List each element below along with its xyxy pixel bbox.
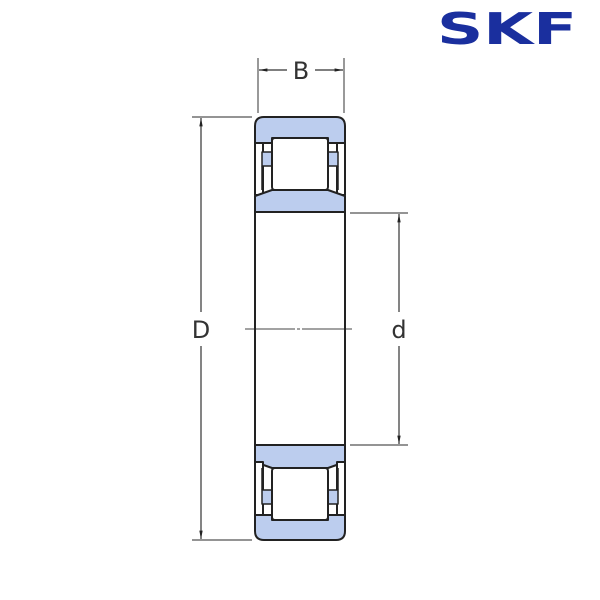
outer-diameter-dimension: D	[192, 116, 252, 541]
cage-left-top	[261, 151, 273, 167]
inner-ring-bottom	[254, 444, 346, 469]
bore-diameter-label: d	[391, 316, 406, 344]
cage-right-top	[327, 151, 339, 167]
lower-bearing-section	[254, 444, 346, 541]
inner-ring-top	[254, 189, 346, 213]
upper-bearing-section	[254, 116, 346, 213]
outer-ring-bottom	[254, 514, 346, 541]
cage-right-bottom	[327, 489, 339, 505]
roller-top	[271, 137, 329, 191]
skf-logo: SKF	[437, 8, 577, 48]
roller-bottom	[271, 467, 329, 521]
bore-diameter-dimension: d	[350, 212, 408, 446]
outer-diameter-label: D	[192, 316, 210, 344]
cage-left-bottom	[261, 489, 273, 505]
width-dimension: B	[257, 57, 345, 113]
width-label: B	[293, 57, 309, 85]
brand-name: SKF	[437, 8, 577, 48]
